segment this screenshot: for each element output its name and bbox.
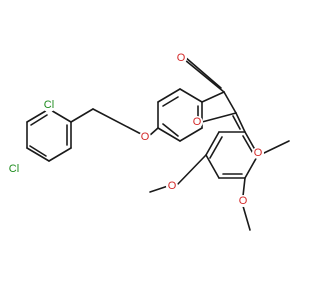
bond [201,91,225,103]
bond [179,88,203,103]
bond [70,108,94,123]
atom-o-ether: O [139,131,151,143]
bond [48,108,72,123]
bond [242,205,251,231]
bond [48,147,72,162]
bond [157,88,181,103]
atom-o-carbonyl: O [175,52,187,64]
bond [209,136,223,159]
bond [157,127,181,142]
bond [184,59,225,93]
bond [162,123,179,137]
bond [30,114,48,126]
bond [179,127,203,142]
atom-cl-para: Cl [7,162,21,176]
atom-label-layer: Cl Cl O O O O [7,52,264,207]
atom-o-ring: O [191,116,203,128]
atom-o-methoxy-meta: O [252,147,264,159]
bond [201,112,237,123]
o-carbonyl-label: O [177,52,186,64]
bond [235,112,246,133]
atom-cl-ortho: Cl [42,98,56,112]
bond-layer [26,56,290,231]
bond [184,56,222,89]
bond [162,96,179,107]
bond [205,154,220,179]
bond [29,145,47,157]
bond [232,115,241,130]
bond [205,131,220,156]
bond [263,140,290,154]
o-ether-label: O [141,131,150,143]
bond [175,154,207,187]
bond [244,154,259,179]
bond [223,91,237,114]
o-ring-label: O [193,116,202,128]
molecule-structure: Cl Cl O O O O [7,52,290,231]
o-methoxy-meta-label: O [254,147,263,159]
cl-ortho-label: Cl [44,99,54,111]
bond [26,147,50,162]
bond [149,185,169,193]
bond [242,177,246,197]
o-methoxy-ortho-label: O [168,180,177,192]
atom-o-methoxy-para: O [237,195,249,207]
atom-o-methoxy-ortho: O [166,180,178,192]
bond [26,108,50,123]
cl-para-label: Cl [9,163,19,175]
bond [92,108,142,135]
structure-canvas: Cl Cl O O O O [7,52,290,231]
o-methoxy-para-label: O [239,195,248,207]
